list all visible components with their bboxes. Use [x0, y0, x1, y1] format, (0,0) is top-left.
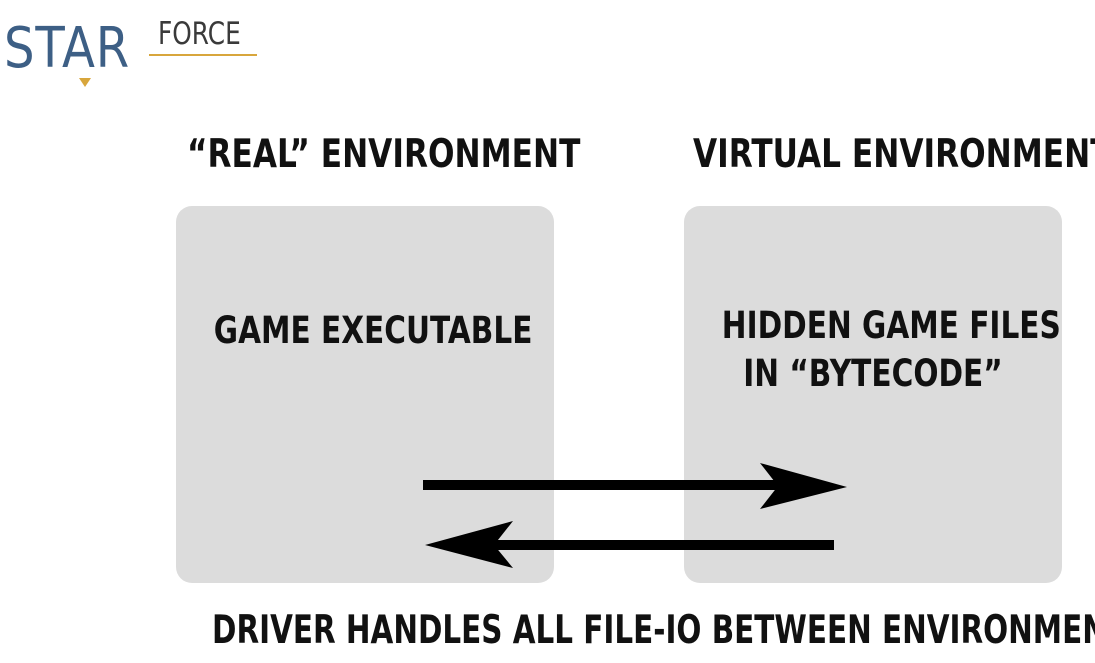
- real-environment-box: GAME EXECUTABLE: [176, 206, 554, 583]
- real-environment-heading: “REAL” ENVIRONMENT: [187, 132, 581, 177]
- box-label-line: IN “BYTECODE”: [743, 352, 1003, 395]
- box-label-line: HIDDEN GAME FILES: [721, 304, 1061, 347]
- hidden-game-files-label: HIDDEN GAME FILES IN “BYTECODE”: [721, 302, 1061, 398]
- virtual-environment-heading: VIRTUAL ENVIRONMENT: [693, 132, 1095, 177]
- starforce-logo: STAR FORCE: [4, 8, 264, 88]
- logo-star-text: STAR: [4, 16, 131, 81]
- logo-underline: [149, 54, 257, 56]
- virtual-environment-box: HIDDEN GAME FILES IN “BYTECODE”: [684, 206, 1062, 583]
- diagram-caption: DRIVER HANDLES ALL FILE-IO BETWEEN ENVIR…: [212, 608, 1095, 653]
- logo-force-text: FORCE: [158, 16, 241, 52]
- logo-caret-icon: [79, 78, 91, 87]
- box-label-line: GAME EXECUTABLE: [213, 309, 533, 352]
- game-executable-label: GAME EXECUTABLE: [213, 309, 533, 353]
